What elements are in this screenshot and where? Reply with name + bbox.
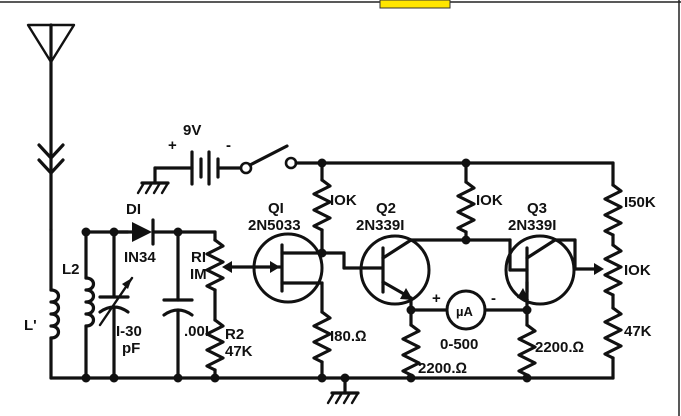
label-r-180: I80.Ω (330, 328, 367, 345)
label-battery: 9V (183, 122, 201, 139)
battery-9v (153, 150, 244, 186)
resistor-chain-right (573, 161, 623, 380)
label-cap-fixed: .00I (184, 323, 209, 340)
label-r-2200-b: 2200.Ω (535, 339, 584, 356)
resistor-10k-q1 (312, 161, 332, 255)
power-switch (239, 144, 298, 175)
label-r-150k: I50K (624, 194, 656, 211)
variable-capacitor (98, 230, 134, 380)
label-cap-var-value: I-30 (116, 323, 142, 340)
resistor-180 (312, 281, 332, 380)
l1-coil (49, 228, 61, 380)
label-r2-ref: R2 (225, 326, 244, 343)
label-r-10k-b: IOK (476, 192, 503, 209)
resistor-10k-q2 (456, 161, 476, 242)
q3-transistor (504, 234, 577, 312)
label-r-10k-pot: IOK (624, 262, 651, 279)
l2-coil (84, 230, 96, 380)
label-l1: L' (24, 317, 37, 334)
yellow-tab-marker (379, 0, 451, 9)
diode-d1 (112, 218, 217, 246)
label-meter-minus: - (491, 290, 496, 307)
label-r-10k-a: IOK (330, 192, 357, 209)
label-meter-range: 0-500 (440, 336, 478, 353)
label-q2-ref: Q2 (376, 200, 396, 217)
ground-symbol-battery (136, 166, 170, 195)
junction-dots (81, 158, 532, 383)
label-battery-plus: + (168, 137, 177, 154)
r1-r2-resistor-chain (205, 230, 255, 380)
label-cap-var-unit: pF (122, 340, 140, 357)
label-diode-ref: DI (126, 201, 141, 218)
label-r1-value: IM (190, 266, 207, 283)
label-diode-part: IN34 (124, 249, 156, 266)
label-meter-plus: + (432, 290, 441, 307)
label-r2-value: 47K (225, 343, 253, 360)
resistor-2200-q2 (401, 308, 421, 380)
antenna-symbol (26, 23, 76, 232)
label-q2-part: 2N339I (356, 217, 404, 234)
label-r-47k: 47K (624, 323, 652, 340)
microammeter (409, 289, 529, 331)
label-q3-ref: Q3 (527, 200, 547, 217)
label-q1-part: 2N5033 (248, 217, 301, 234)
q2-transistor (359, 234, 468, 312)
ground-symbol-bottom (326, 376, 360, 405)
q1-fet (251, 232, 324, 304)
label-r-2200-a: 2200.Ω (418, 360, 467, 377)
label-battery-minus: - (226, 137, 231, 154)
label-l2: L2 (62, 261, 80, 278)
resistor-2200-q3 (517, 308, 537, 380)
fixed-capacitor (162, 230, 194, 380)
label-q1-ref: QI (268, 200, 284, 217)
label-meter-symbol: µA (456, 304, 473, 319)
label-r1-ref: RI (191, 249, 206, 266)
label-q3-part: 2N339I (508, 217, 556, 234)
